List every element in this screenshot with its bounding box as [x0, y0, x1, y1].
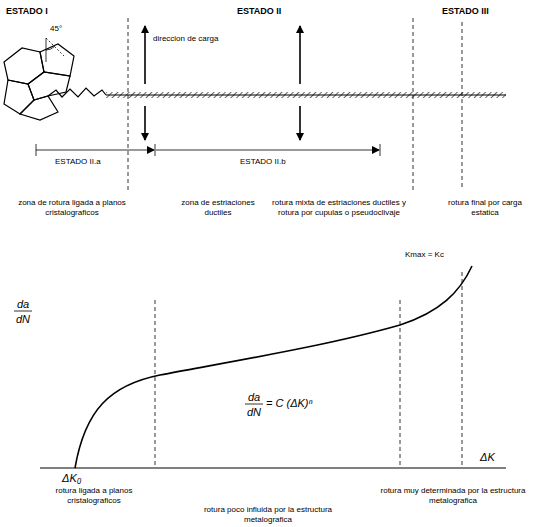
axis-label: ΔK: [480, 451, 520, 464]
stage-description: rotura mixta de estriaciones ductiles y …: [272, 198, 406, 217]
stage-description: zona de estriaciones ductiles: [168, 198, 268, 217]
equation-part: da: [244, 391, 264, 404]
load-label: direccion de carga: [153, 34, 263, 44]
dimension-tick: [380, 144, 381, 156]
axis-label: da: [13, 298, 33, 311]
fraction-bar: [14, 311, 32, 312]
load-arrow: [299, 106, 301, 140]
stage-boundaries: [128, 18, 462, 190]
fraction-bar: [245, 404, 263, 405]
regime-note: rotura ligada a planos cristalograficos: [38, 486, 150, 505]
angle-label: 45°: [50, 24, 74, 34]
stage-title: ESTADO II: [237, 6, 317, 17]
dimension-tick: [155, 144, 156, 156]
x-axis: [40, 468, 506, 469]
crack-hatch: [106, 92, 506, 98]
regime-boundary: [155, 300, 156, 468]
dimension-line: [156, 150, 379, 151]
stage-boundary: [462, 22, 463, 190]
regime-boundary: [462, 272, 463, 468]
threshold-label: ΔK₀: [62, 472, 92, 485]
load-arrow: [144, 106, 146, 140]
regime-boundaries: [155, 272, 462, 468]
grain: [20, 96, 58, 120]
equation-part: = C (ΔK)ⁿ: [266, 397, 346, 410]
crack-line: [106, 95, 506, 96]
substage-label: ESTADO II.b: [240, 157, 320, 167]
dimension-tick: [36, 144, 37, 156]
stage-title: ESTADO III: [442, 6, 522, 17]
crack-growth-curve: [75, 266, 472, 468]
angle-line: [46, 38, 64, 56]
equation-part: dN: [244, 406, 264, 419]
stage-title: ESTADO I: [6, 6, 76, 17]
stage-description: zona de rotura ligada a planos cristalog…: [18, 198, 126, 217]
load-arrow: [299, 26, 301, 84]
regime-note: rotura poco influida por la estructura m…: [186, 505, 350, 524]
axis-label: dN: [13, 313, 33, 326]
substage-label: ESTADO II.a: [55, 157, 135, 167]
grain: [40, 44, 74, 76]
crack-zigzag: [48, 88, 106, 97]
stage-description: rotura final por carga estatica: [440, 198, 530, 217]
load-arrow: [144, 26, 146, 84]
angle-arc: [46, 47, 55, 51]
grain: [4, 80, 34, 114]
regime-note: rotura muy determinada por la estructura…: [380, 486, 526, 505]
stage-boundary: [413, 18, 414, 190]
limit-label: Kmax = Kc: [405, 250, 475, 260]
load-arrows: [145, 26, 300, 140]
stage-boundary: [128, 18, 129, 190]
grain: [4, 48, 44, 84]
dimension-line: [36, 150, 154, 151]
